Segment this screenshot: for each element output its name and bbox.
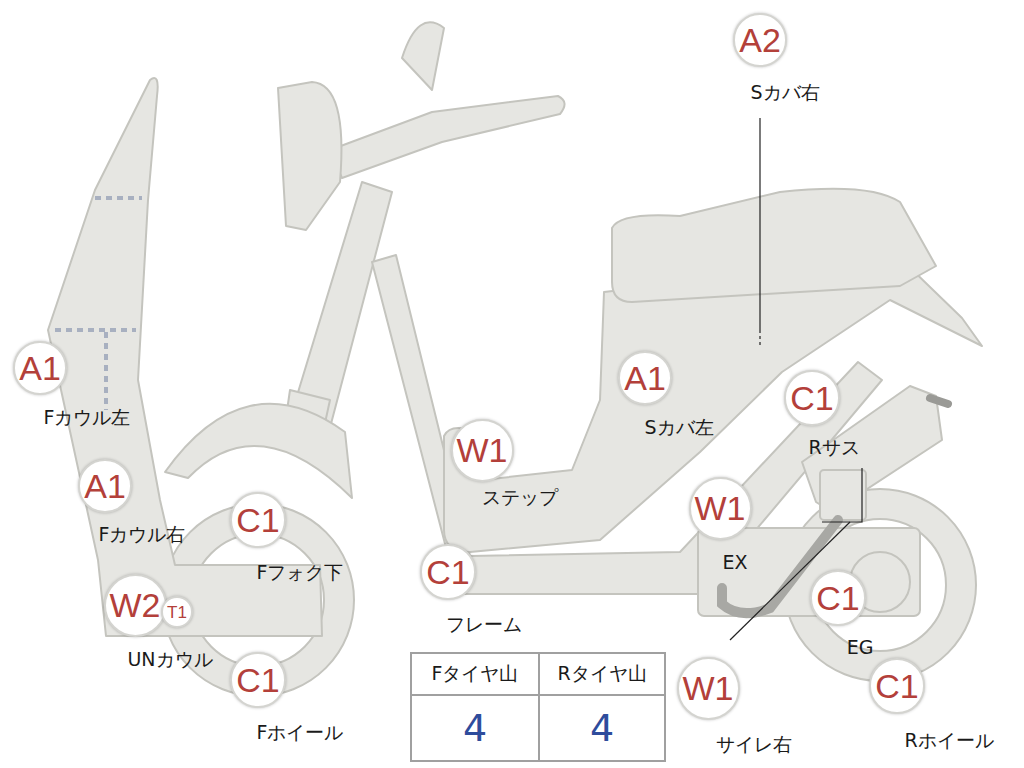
part-name: サイレ右 (716, 734, 792, 755)
engine (698, 528, 920, 616)
part-name: Rサス (808, 437, 859, 458)
table-cell: 4 (410, 694, 540, 762)
callout-code: C1 (816, 581, 859, 615)
leader-lines (730, 118, 862, 640)
front-fender (165, 404, 352, 498)
callout-circle: C1Rホイール (869, 658, 924, 713)
callout-code: W1 (457, 433, 508, 467)
rear-wheel (784, 489, 976, 681)
seat (612, 189, 936, 302)
callout-code: W2 (110, 588, 161, 622)
callout-circle: A1Sカバ左 (618, 351, 672, 405)
meter-box (278, 82, 341, 230)
callout-circle: A1Fカウル左 (13, 341, 67, 395)
callout-code: C1 (236, 503, 279, 537)
callout-circle: A1Fカウル右 (78, 459, 132, 513)
callout-circle: C1Fホイール (230, 652, 285, 707)
callout-code: C1 (790, 381, 833, 415)
callout-circle: C1Rサス (784, 370, 839, 425)
callout-code: C1 (426, 555, 469, 589)
rear-bolt (930, 398, 948, 404)
callout-circle: C1Fフォク下 (230, 492, 285, 547)
side-cover (444, 258, 982, 552)
table-header: Fタイヤ山 (432, 661, 519, 687)
part-name: Sカバ左 (644, 417, 713, 438)
table-header: Rタイヤ山 (557, 661, 646, 687)
part-name: Fカウル右 (99, 524, 186, 545)
part-name: UNカウル (127, 649, 212, 670)
callout-code: A2 (739, 23, 781, 57)
table-cell: Fタイヤ山 (410, 652, 540, 696)
mirror (402, 22, 444, 90)
callout-code: T1 (167, 604, 187, 621)
table-value: 4 (590, 706, 614, 750)
cowl-seams (55, 198, 142, 410)
callout-circle: W2UNカウル (104, 574, 167, 637)
callout-circle: W1ステップ (451, 419, 514, 482)
part-name: Sカバ右 (750, 82, 819, 103)
part-name: EG (847, 637, 874, 658)
callout-circle: T1 (161, 596, 193, 628)
callout-code: C1 (875, 669, 918, 703)
callout-code: A1 (19, 351, 61, 385)
callout-circle: W1EX (689, 477, 752, 540)
handlebar (330, 96, 565, 178)
callout-circle: C1EG (810, 570, 865, 625)
callout-code: W1 (695, 491, 746, 525)
table-value: 4 (463, 706, 487, 750)
part-name: Rホイール (904, 730, 993, 751)
rear-shock (820, 470, 866, 520)
front-cowl (48, 78, 322, 636)
callout-code: W1 (683, 671, 734, 705)
callout-code: A1 (84, 469, 126, 503)
part-name: Fフォク下 (257, 562, 344, 583)
table-cell: 4 (538, 694, 666, 762)
part-name: Fカウル左 (44, 407, 131, 428)
callout-code: A1 (624, 361, 666, 395)
callout-code: C1 (236, 663, 279, 697)
part-name: Fホイール (257, 722, 344, 743)
table-cell: Rタイヤ山 (538, 652, 666, 696)
part-name: ステップ (482, 487, 558, 508)
callout-circle: A2Sカバ右 (733, 13, 787, 67)
callout-circle: W1サイレ右 (677, 657, 740, 720)
part-name: フレーム (446, 614, 522, 635)
part-name: EX (722, 552, 747, 573)
callout-circle: C1フレーム (420, 544, 475, 599)
